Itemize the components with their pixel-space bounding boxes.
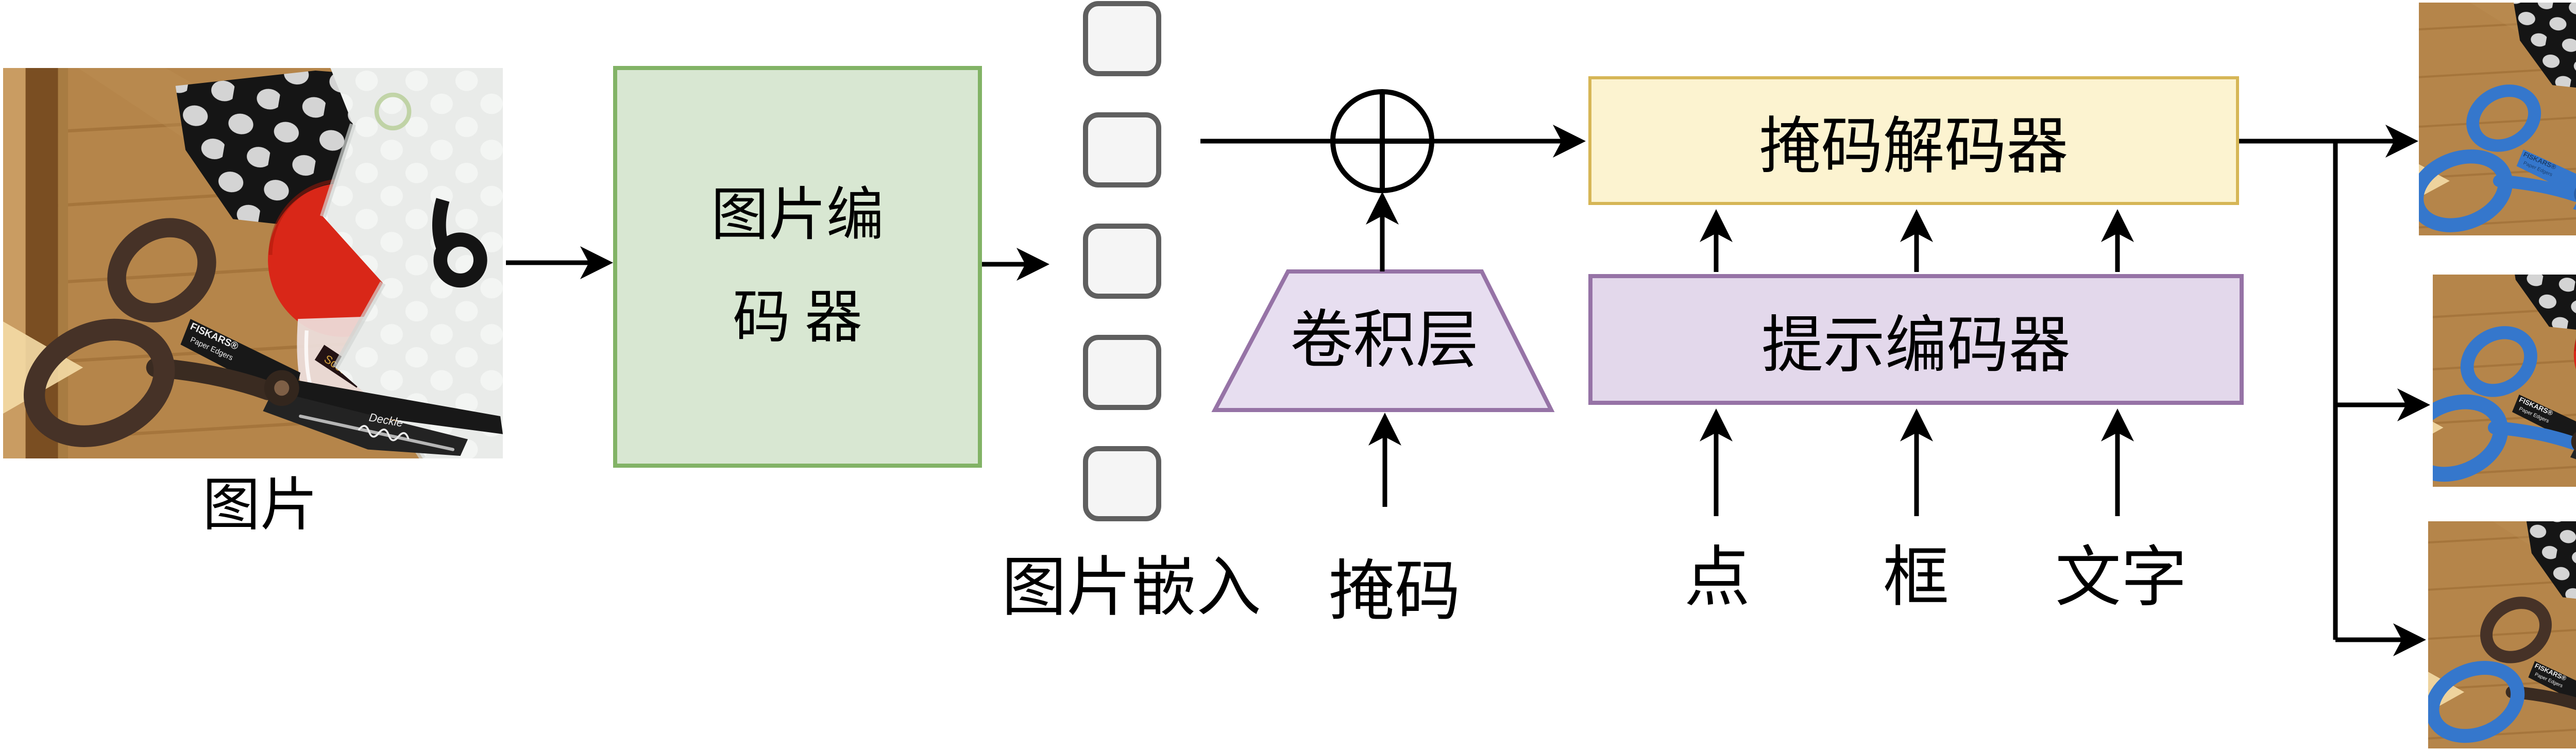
scissors: FISKARS® Paper Edgers Deckle <box>2428 596 2576 743</box>
embedding-token <box>1083 112 1161 187</box>
output-image-whole-mask: Scotch FISKARS® Paper Edgers Deckle <box>2419 3 2576 235</box>
embedding-token <box>1083 1 1161 76</box>
output-image-handle-mask: Scotch FISKARS® Paper Edgers Deckle <box>2428 521 2576 748</box>
embedding-token <box>1083 446 1161 521</box>
input-photo-caption: 图片 <box>202 473 318 538</box>
input-photo: Scotch FISKARS® Paper Edgers Deckle <box>3 68 503 458</box>
output-image-handles-mask: Scotch FISKARS® Paper Edgers Deckle <box>2433 275 2576 487</box>
prompt-label-box: 框 <box>1883 541 1950 615</box>
prompt-encoder-box: 提示编码器 <box>1588 274 2244 405</box>
conv-layer-shape <box>1211 269 1555 412</box>
scissors: FISKARS® Paper Edgers Deckle <box>2433 326 2576 482</box>
tape-dispenser: Scotch <box>2573 337 2576 370</box>
circle-plus-icon <box>1330 89 1434 193</box>
image-encoder-label: 图片编 码 器 <box>711 164 884 370</box>
embedding-caption: 图片嵌入 <box>1002 552 1261 624</box>
conv-layer-label: 卷积层 <box>1290 305 1479 376</box>
prompt-label-text: 文字 <box>2055 541 2188 615</box>
image-encoder-label-line1: 图片编 <box>711 183 884 247</box>
scissors: FISKARS® Paper Edgers Deckle <box>24 218 503 456</box>
mask-decoder-label: 掩码解码器 <box>1759 112 2069 181</box>
prompt-encoder-label: 提示编码器 <box>1761 311 2071 380</box>
image-encoder-label-line2: 码 器 <box>733 286 862 350</box>
embedding-token <box>1083 335 1161 410</box>
image-encoder-box: 图片编 码 器 <box>613 66 982 468</box>
embedding-token <box>1083 224 1161 299</box>
mask-input-caption: 掩码 <box>1328 555 1461 628</box>
mask-decoder-box: 掩码解码器 <box>1588 76 2239 205</box>
prompt-label-point: 点 <box>1684 541 1751 615</box>
